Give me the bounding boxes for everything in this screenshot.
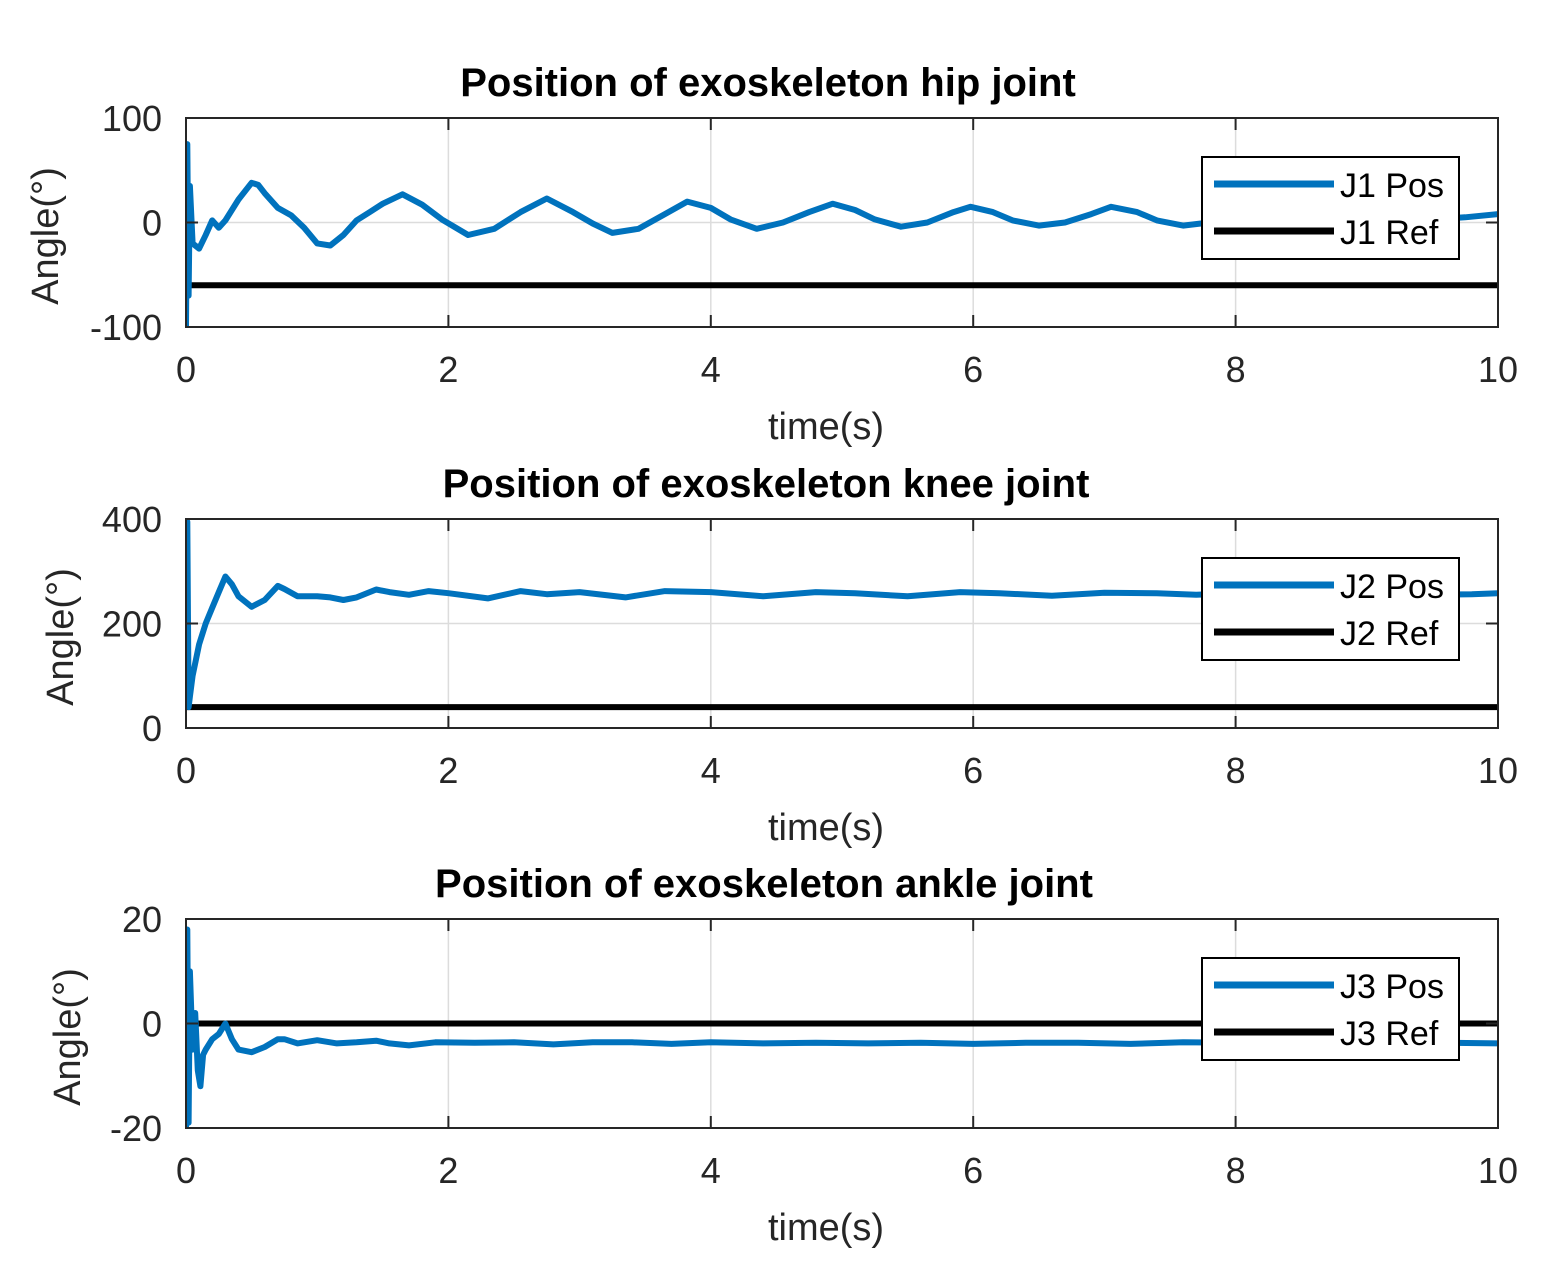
x-tick-label: 0	[176, 750, 196, 791]
chart-title: Position of exoskeleton knee joint	[443, 462, 1090, 506]
x-tick-label: 8	[1226, 349, 1246, 390]
y-tick-label: 0	[142, 708, 162, 749]
subplot-ankle: Position of exoskeleton ankle joint 0 2 4 6…	[47, 862, 1518, 1249]
y-tick-label: 20	[122, 899, 162, 940]
legend-box	[1201, 957, 1460, 1061]
x-tick-label: 6	[963, 1150, 983, 1191]
x-tick-label: 4	[701, 1150, 721, 1191]
y-tick-label: 0	[142, 203, 162, 244]
y-axis-ticks: 400 200 0	[102, 499, 1498, 749]
series-line-pos	[186, 519, 1498, 711]
series-line-pos	[186, 141, 1498, 327]
y-tick-label: -20	[110, 1108, 162, 1149]
x-axis-ticks: 0 2 4 6 8 10	[176, 118, 1518, 390]
x-tick-label: 2	[438, 349, 458, 390]
x-axis-label: time(s)	[768, 406, 884, 448]
x-axis-label: time(s)	[768, 807, 884, 849]
legend-box	[1201, 156, 1460, 260]
legend-box	[1201, 557, 1460, 661]
series-line-pos	[186, 926, 1498, 1128]
y-axis-label: Angle(°)	[40, 568, 82, 706]
plot-area	[186, 519, 1498, 711]
x-axis-ticks: 0 2 4 6 8 10	[176, 919, 1518, 1191]
plot-area	[186, 141, 1498, 327]
y-tick-label: 400	[102, 499, 162, 540]
chart-title: Position of exoskeleton hip joint	[460, 61, 1076, 105]
x-tick-label: 8	[1226, 750, 1246, 791]
legend-entry-ref: J1 Ref	[1340, 214, 1439, 252]
x-tick-label: 10	[1478, 1150, 1518, 1191]
y-tick-label: 100	[102, 98, 162, 139]
y-axis-label: Angle(°)	[25, 167, 67, 305]
y-axis-label: Angle(°)	[47, 968, 89, 1106]
legend: J3 Pos J3 Ref	[1201, 957, 1460, 1061]
legend-entry-ref: J2 Ref	[1340, 615, 1439, 653]
x-tick-label: 4	[701, 750, 721, 791]
x-tick-label: 8	[1226, 1150, 1246, 1191]
legend: J2 Pos J2 Ref	[1201, 557, 1460, 661]
legend-entry-pos: J3 Pos	[1340, 968, 1444, 1006]
y-tick-label: 200	[102, 604, 162, 645]
y-tick-label: 0	[142, 1004, 162, 1045]
legend-entry-pos: J2 Pos	[1340, 568, 1444, 606]
x-tick-label: 6	[963, 750, 983, 791]
x-tick-label: 10	[1478, 750, 1518, 791]
y-axis-ticks: 100 0 -100	[90, 98, 1498, 348]
y-axis-ticks: 20 0 -20	[110, 899, 1498, 1149]
x-axis-label: time(s)	[768, 1207, 884, 1249]
subplot-knee: Position of exoskeleton knee joint 0 2 4 6 8…	[40, 462, 1518, 849]
legend: J1 Pos J1 Ref	[1201, 156, 1460, 260]
chart-title: Position of exoskeleton ankle joint	[435, 862, 1093, 906]
x-tick-label: 0	[176, 1150, 196, 1191]
legend-entry-pos: J1 Pos	[1340, 167, 1444, 205]
legend-entry-ref: J3 Ref	[1340, 1015, 1439, 1053]
x-tick-label: 4	[701, 349, 721, 390]
x-axis-ticks: 0 2 4 6 8 10	[176, 519, 1518, 791]
x-tick-label: 10	[1478, 349, 1518, 390]
x-tick-label: 0	[176, 349, 196, 390]
x-tick-label: 6	[963, 349, 983, 390]
x-tick-label: 2	[438, 750, 458, 791]
y-tick-label: -100	[90, 307, 162, 348]
x-tick-label: 2	[438, 1150, 458, 1191]
